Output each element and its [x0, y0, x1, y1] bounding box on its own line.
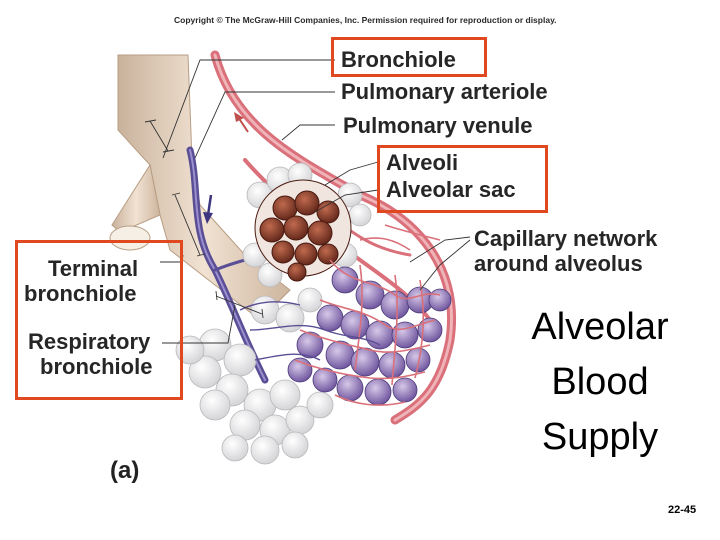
bronchiole-types-highlight-box [15, 240, 183, 400]
alveoli-white-cluster [175, 162, 372, 465]
label-pulmonary-venule: Pulmonary venule [343, 113, 533, 138]
label-respiratory-bronchiole: bronchiole [40, 354, 153, 379]
blood-flow-arrow-blue [203, 194, 213, 224]
copyright-notice: Copyright © The McGraw-Hill Companies, I… [174, 15, 557, 25]
slide-number: 22-45 [668, 504, 697, 516]
alveoli-highlight-box [377, 145, 548, 213]
label-terminal: Terminal [48, 256, 139, 281]
label-around-alveolus: around alveolus [474, 251, 643, 276]
slide-title: Alveolar Blood Supply [500, 300, 700, 465]
label-alveolar-sac: Alveolar sac [386, 177, 516, 202]
title-line-1: Alveolar [531, 306, 669, 348]
panel-label: (a) [110, 457, 140, 484]
alveolar-sac-cutaway [254, 179, 352, 282]
bronchiole-highlight-box [331, 37, 487, 77]
blood-flow-arrow-red [234, 112, 249, 133]
title-line-3: Supply [541, 416, 659, 458]
capillary-alveoli [287, 266, 452, 406]
label-bronchiole: Bronchiole [341, 47, 456, 72]
title-line-2: Blood [551, 361, 649, 403]
label-respiratory: Respiratory [28, 329, 151, 354]
label-terminal-bronchiole: bronchiole [24, 281, 137, 306]
label-pulmonary-arteriole: Pulmonary arteriole [341, 79, 548, 104]
bronchiole-tube [109, 54, 291, 321]
label-alveoli: Alveoli [386, 150, 459, 175]
label-capillary-network: Capillary network [474, 226, 658, 251]
